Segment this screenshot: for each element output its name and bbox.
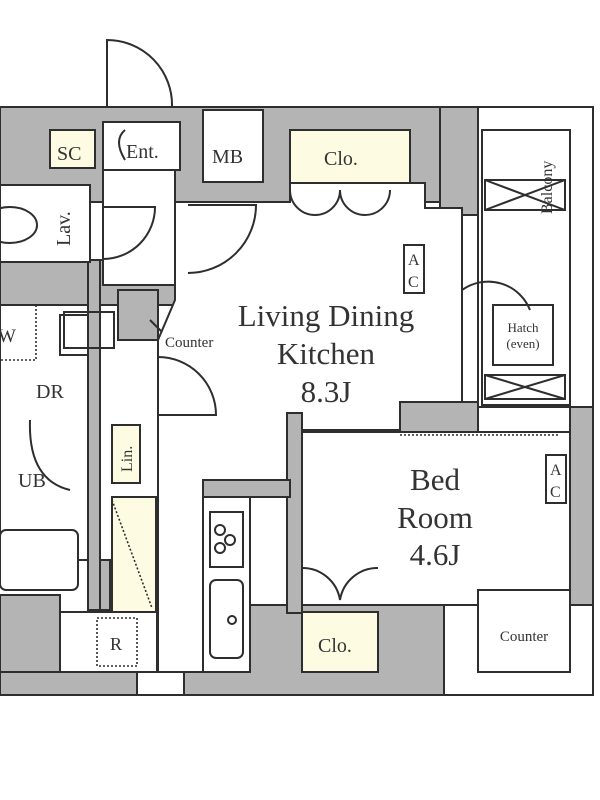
rooms xyxy=(0,106,594,673)
ac-bed-a: A xyxy=(550,462,562,479)
balcony-label: Balcony xyxy=(539,161,556,214)
doors[interactable] xyxy=(28,38,560,601)
hatch-icon xyxy=(492,304,554,366)
sc-label: SC xyxy=(57,143,81,165)
ent-label: Ent. xyxy=(126,141,159,163)
ub-label: UB xyxy=(18,470,46,492)
bedroom-size: 4.6J xyxy=(410,537,461,572)
bedroom xyxy=(301,431,571,606)
ac-unit-bed xyxy=(545,454,567,504)
ldk-label-2: Kitchen xyxy=(277,336,376,371)
linen-closet xyxy=(111,424,141,484)
toilet-icon xyxy=(0,206,38,244)
ac-ldk-a: A xyxy=(408,252,420,269)
dr-label: DR xyxy=(36,381,64,403)
ac-ldk-c: C xyxy=(408,274,419,291)
bedroom-label: Bed xyxy=(410,462,460,497)
counter-right-box xyxy=(477,589,571,673)
sink-icon xyxy=(209,579,244,659)
fridge-area xyxy=(59,611,158,673)
entrance-area xyxy=(102,121,181,171)
washer-label: W xyxy=(0,326,16,347)
closet-bottom-label: Clo. xyxy=(318,635,352,657)
ac-bed-c: C xyxy=(550,484,561,501)
ldk-label: Living Dining xyxy=(238,298,415,333)
washer-space-icon xyxy=(0,304,37,361)
ldk-size: 8.3J xyxy=(301,374,352,409)
hatch-sub-label: (even) xyxy=(506,336,539,351)
balcony-area xyxy=(477,106,594,408)
hallway xyxy=(102,169,176,286)
mb-label: MB xyxy=(212,146,243,168)
bathtub-icon xyxy=(0,529,79,591)
lavatory-room xyxy=(0,184,91,263)
closet-bottom xyxy=(301,611,379,673)
counter-right-label: Counter xyxy=(500,629,548,645)
closet-top-label: Clo. xyxy=(324,148,358,170)
shoe-closet xyxy=(49,129,96,169)
hatch-label: Hatch xyxy=(507,320,539,335)
closet-top xyxy=(289,129,411,184)
lav-label: Lav. xyxy=(53,211,75,246)
meter-box xyxy=(202,109,264,183)
fridge-label: R xyxy=(110,634,122,654)
counter-left-label: Counter xyxy=(165,335,213,351)
fixtures xyxy=(0,179,567,667)
storage-closet xyxy=(111,496,157,613)
fridge-space-icon xyxy=(96,617,138,667)
lin-label: Lin. xyxy=(119,446,136,472)
ac-unit-ldk xyxy=(403,244,425,294)
bedroom-label-2: Room xyxy=(397,500,473,535)
stove-icon xyxy=(209,511,244,568)
